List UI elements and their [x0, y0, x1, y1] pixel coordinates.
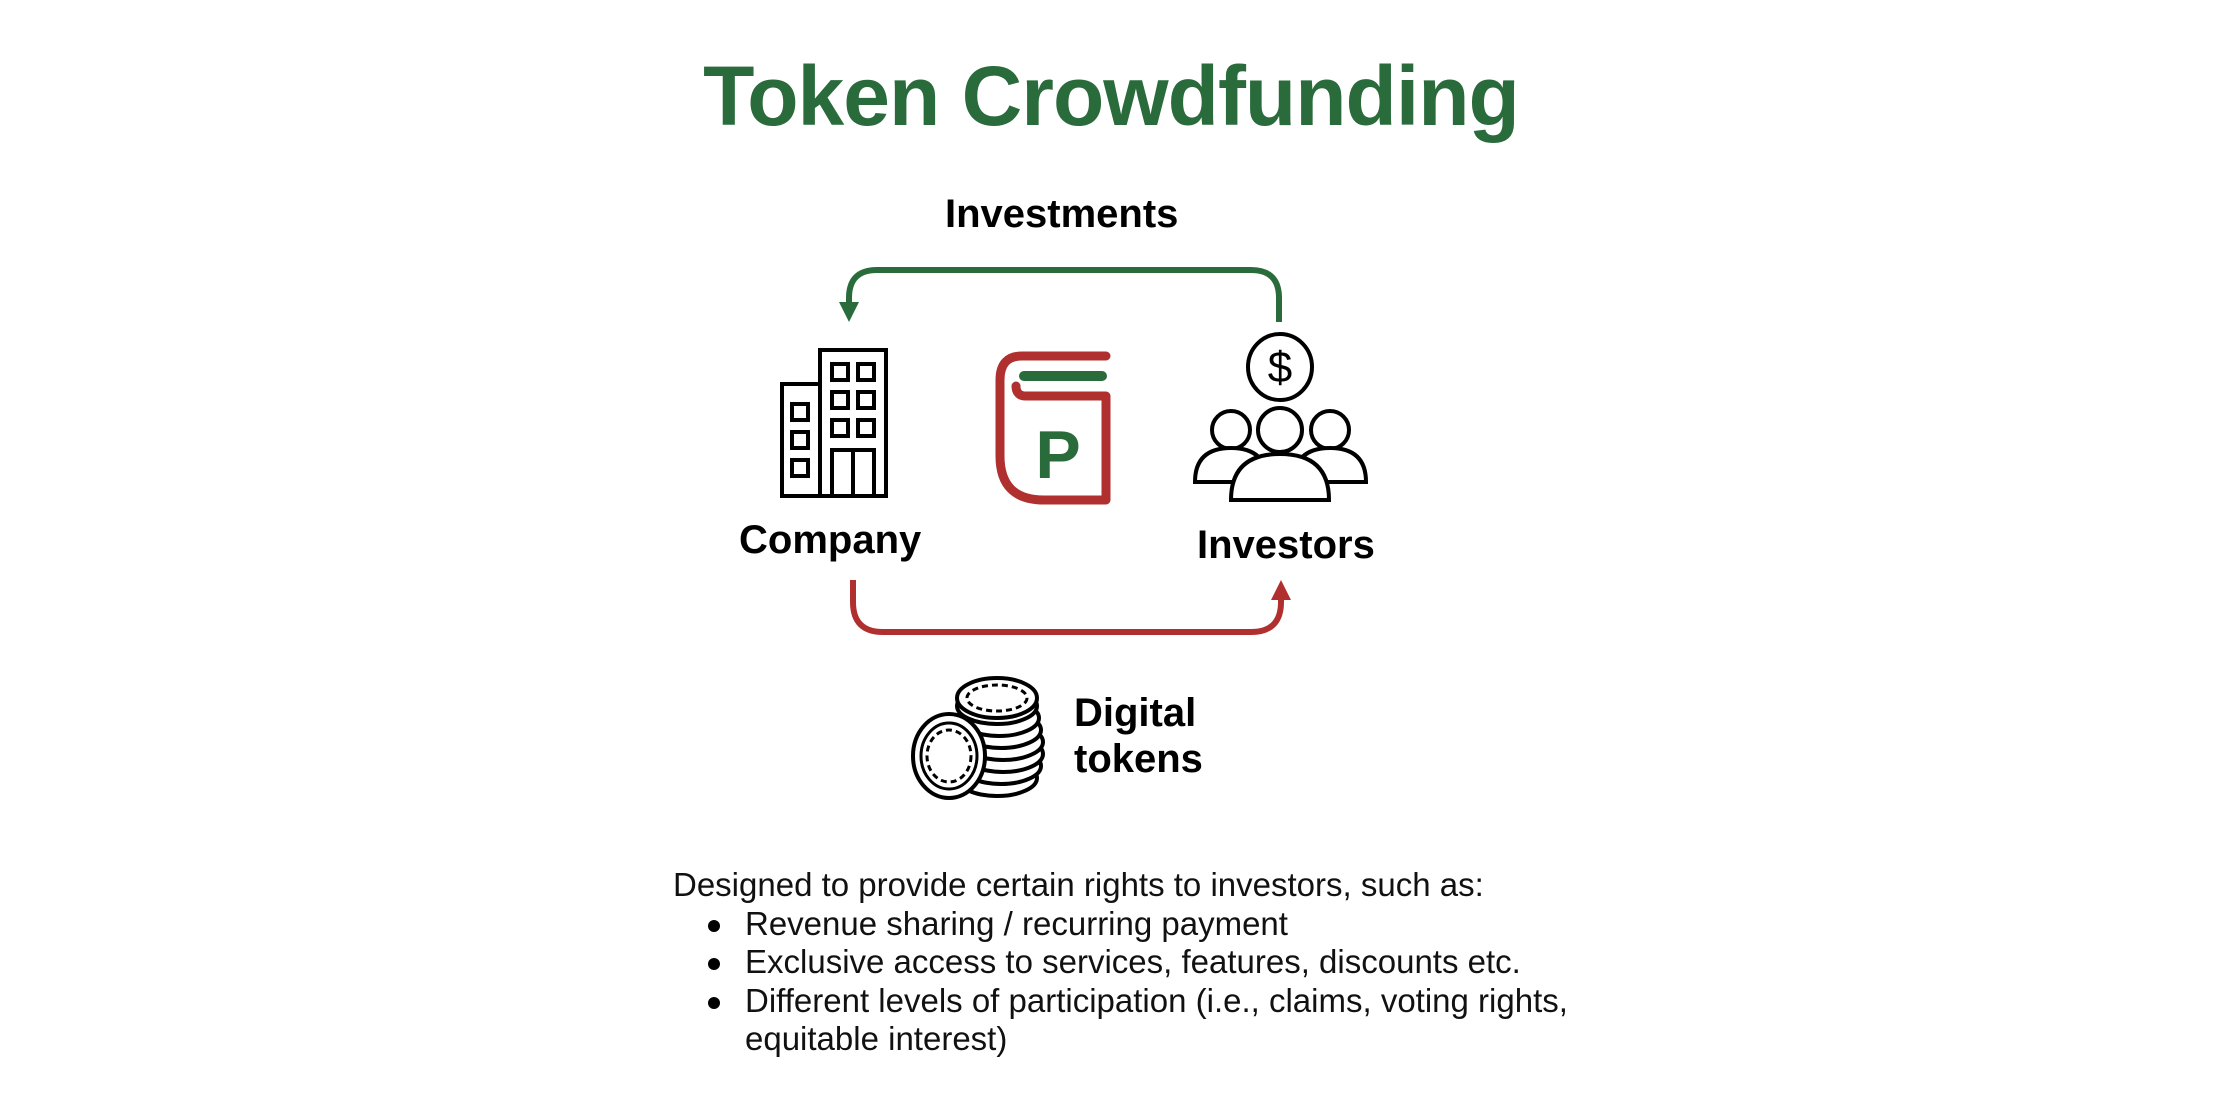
digital-tokens-label: Digital tokens [1074, 690, 1203, 782]
building-icon [780, 348, 888, 498]
bullet-icon [708, 958, 720, 970]
people-dollar-icon: $ [1192, 332, 1369, 502]
list-item: Exclusive access to services, features, … [673, 943, 1605, 982]
book-p-icon: P [995, 351, 1111, 505]
list-item: Revenue sharing / recurring payment [673, 905, 1605, 944]
description-intro: Designed to provide certain rights to in… [673, 866, 1484, 903]
investments-arrow [839, 267, 1282, 322]
bullet-icon [708, 919, 720, 932]
svg-text:$: $ [1268, 343, 1292, 392]
digital-tokens-arrow [850, 580, 1291, 635]
list-item: Different levels of participation (i.e.,… [673, 982, 1575, 1059]
description: Designed to provide certain rights to in… [673, 866, 1605, 1059]
page-title: Token Crowdfunding [703, 49, 1520, 143]
digital-tokens-line2: tokens [1074, 737, 1203, 781]
investors-label: Investors [1197, 523, 1375, 567]
investments-label: Investments [945, 192, 1179, 236]
digital-tokens-line1: Digital [1074, 691, 1197, 735]
platform-letter: P [1035, 417, 1080, 493]
rights-list: Revenue sharing / recurring payment Excl… [673, 905, 1605, 1059]
company-label: Company [739, 518, 922, 562]
coin-stack-icon [911, 676, 1045, 800]
bullet-icon [708, 996, 720, 1009]
